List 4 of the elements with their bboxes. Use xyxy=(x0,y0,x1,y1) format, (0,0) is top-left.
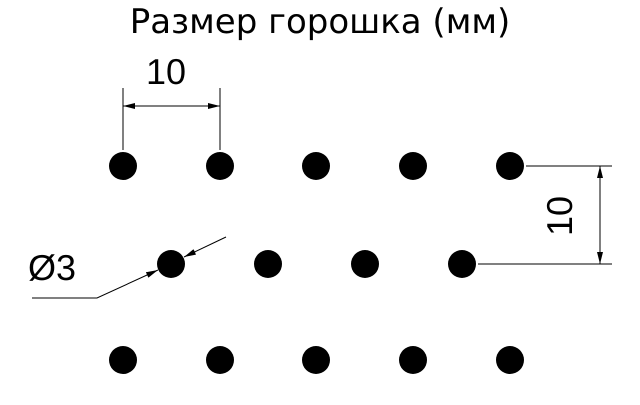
title: Размер горошка (мм) xyxy=(128,1,512,44)
dimension-label: 10 xyxy=(540,196,580,236)
diameter-label: Ø3 xyxy=(28,248,76,288)
dimension-label: 10 xyxy=(146,52,186,92)
